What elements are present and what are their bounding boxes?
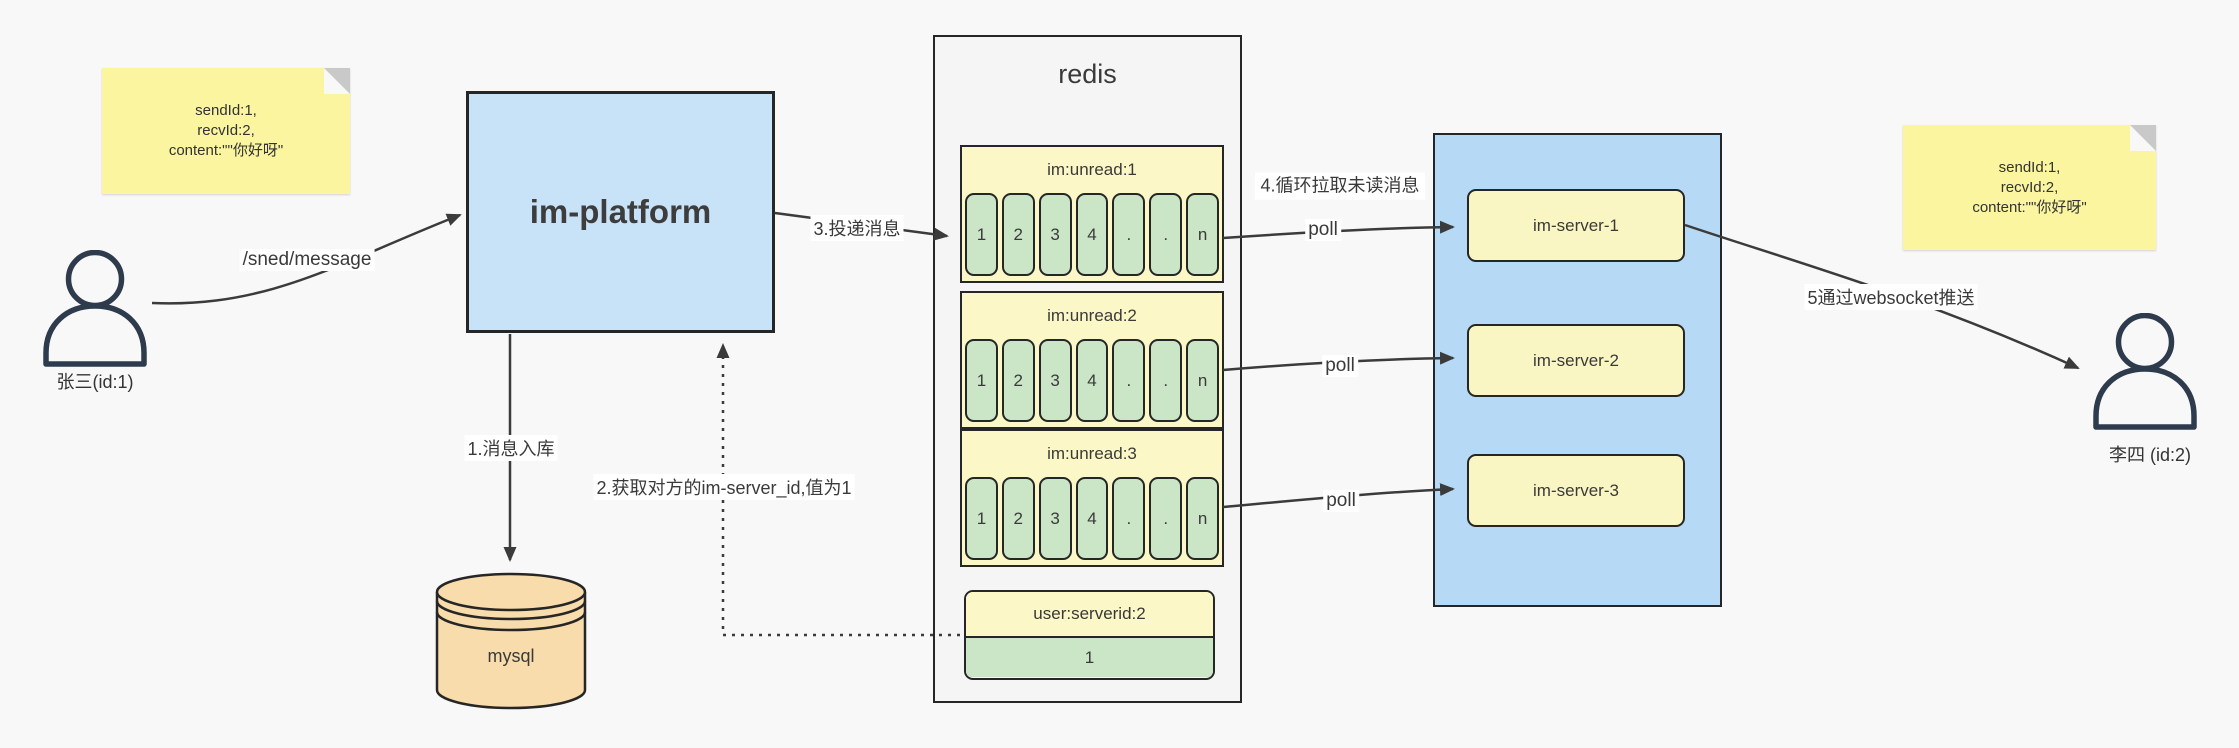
queue-im-unread-3: im:unread:3 1 2 3 4 . . n bbox=[960, 429, 1224, 567]
note-line: recvId:2, bbox=[2000, 178, 2059, 196]
redis-title: redis bbox=[1058, 59, 1117, 89]
queue-cell: . bbox=[1149, 193, 1183, 276]
note-line: recvId:2, bbox=[197, 122, 255, 139]
queue-cell: n bbox=[1186, 193, 1220, 276]
database-cylinder-icon bbox=[435, 572, 587, 710]
im-server-2-box: im-server-2 bbox=[1467, 324, 1685, 397]
queue-cell: 1 bbox=[965, 339, 998, 422]
label-poll-1: poll bbox=[1305, 219, 1341, 241]
note-fold-icon bbox=[2130, 125, 2156, 151]
queue-cell: . bbox=[1149, 339, 1183, 422]
queue-im-unread-2: im:unread:2 1 2 3 4 . . n bbox=[960, 291, 1224, 429]
receiver-name: 李四 (id:2) bbox=[2108, 445, 2191, 465]
note-fold-icon bbox=[324, 68, 350, 94]
queue-cell: 4 bbox=[1075, 193, 1109, 276]
queue-cell: 2 bbox=[1001, 193, 1035, 276]
im-platform-box: im-platform bbox=[466, 91, 775, 333]
im-server-1-box: im-server-1 bbox=[1467, 189, 1685, 262]
user-serverid-value: 1 bbox=[966, 638, 1213, 677]
queue-cells: 1 2 3 4 . . n bbox=[965, 477, 1220, 560]
im-server-cluster-panel: im-server-1 im-server-2 im-server-3 bbox=[1433, 133, 1722, 607]
queue-cell: 2 bbox=[1001, 477, 1035, 560]
note-line: sendId:1, bbox=[195, 102, 257, 119]
queue-im-unread-1: im:unread:1 1 2 3 4 . . n bbox=[960, 145, 1224, 283]
label-poll-2: poll bbox=[1322, 355, 1358, 377]
sender-name: 张三(id:1) bbox=[56, 372, 134, 392]
queue-cells: 1 2 3 4 . . n bbox=[965, 339, 1220, 422]
sticky-note-receiver: sendId:1, recvId:2, content:""你好呀" bbox=[1903, 125, 2156, 250]
label-step3: 3.投递消息 bbox=[810, 215, 904, 241]
queue-cell: 4 bbox=[1075, 477, 1109, 560]
user-serverid-key: user:serverid:2 bbox=[966, 592, 1213, 638]
queue-cell: 1 bbox=[965, 477, 998, 560]
note-line: sendId:1, bbox=[1998, 158, 2061, 176]
label-step4: 4.循环拉取未读消息 bbox=[1255, 172, 1425, 200]
note-line: content:""你好呀" bbox=[1972, 198, 2087, 216]
label-send-api: /sned/message bbox=[239, 249, 375, 271]
queue-cell: 3 bbox=[1038, 193, 1072, 276]
queue-cell: n bbox=[1186, 477, 1220, 560]
mysql-database: mysql bbox=[435, 572, 587, 710]
queue-cell: 3 bbox=[1038, 339, 1072, 422]
label-step2: 2.获取对方的im-server_id,值为1 bbox=[593, 474, 855, 500]
queue-cell: 2 bbox=[1001, 339, 1035, 422]
mysql-label: mysql bbox=[487, 646, 535, 666]
queue-header: im:unread:1 bbox=[1047, 160, 1137, 179]
queue-cell: 3 bbox=[1038, 477, 1072, 560]
queue-cell: . bbox=[1112, 339, 1146, 422]
queue-cell: . bbox=[1112, 193, 1146, 276]
queue-cell: 4 bbox=[1075, 339, 1109, 422]
user-serverid-block: user:serverid:2 1 bbox=[964, 590, 1215, 680]
person-icon-receiver bbox=[2093, 313, 2197, 430]
note-line: content:""你好呀" bbox=[168, 142, 284, 159]
queue-cell: . bbox=[1112, 477, 1146, 560]
queue-cell: n bbox=[1186, 339, 1220, 422]
label-step5: 5通过websocket推送 bbox=[1804, 284, 1978, 310]
queue-cell: 1 bbox=[965, 193, 998, 276]
queue-cell: . bbox=[1149, 477, 1183, 560]
redis-panel: redis im:unread:1 1 2 3 4 . . n im:unrea… bbox=[933, 35, 1242, 703]
label-poll-3: poll bbox=[1323, 490, 1359, 512]
person-icon-sender bbox=[43, 250, 147, 367]
im-server-3-box: im-server-3 bbox=[1467, 454, 1685, 527]
queue-header: im:unread:3 bbox=[1047, 444, 1137, 463]
label-step1: 1.消息入库 bbox=[464, 435, 558, 461]
im-platform-label: im-platform bbox=[529, 193, 712, 230]
queue-cells: 1 2 3 4 . . n bbox=[965, 193, 1220, 276]
queue-header: im:unread:2 bbox=[1047, 306, 1137, 325]
sticky-note-sender: sendId:1, recvId:2, content:""你好呀" bbox=[102, 68, 350, 194]
